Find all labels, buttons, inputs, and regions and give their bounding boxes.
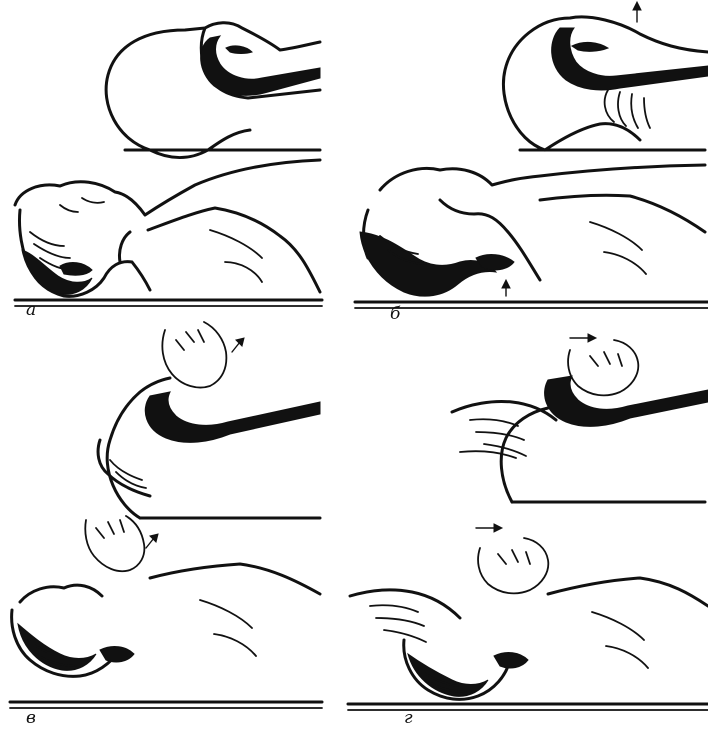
panel-g-figure — [348, 334, 708, 710]
panel-b-figure — [355, 2, 708, 308]
panel-v-head-closeup — [98, 322, 320, 518]
panel-a-body — [15, 160, 322, 306]
panel-label-a: а — [26, 300, 36, 320]
panel-b-head-closeup — [503, 2, 708, 150]
panel-label-v: в — [26, 708, 36, 728]
panel-g-head-closeup — [452, 334, 708, 502]
panel-b-body — [355, 165, 708, 308]
panel-g-body — [348, 524, 708, 710]
panel-a-figure — [15, 23, 322, 306]
panel-a-head-closeup — [106, 23, 320, 158]
panel-label-g: г — [404, 708, 413, 728]
panel-v-body — [10, 516, 322, 708]
panel-label-b: б — [390, 304, 400, 324]
panel-v-figure — [10, 322, 322, 708]
